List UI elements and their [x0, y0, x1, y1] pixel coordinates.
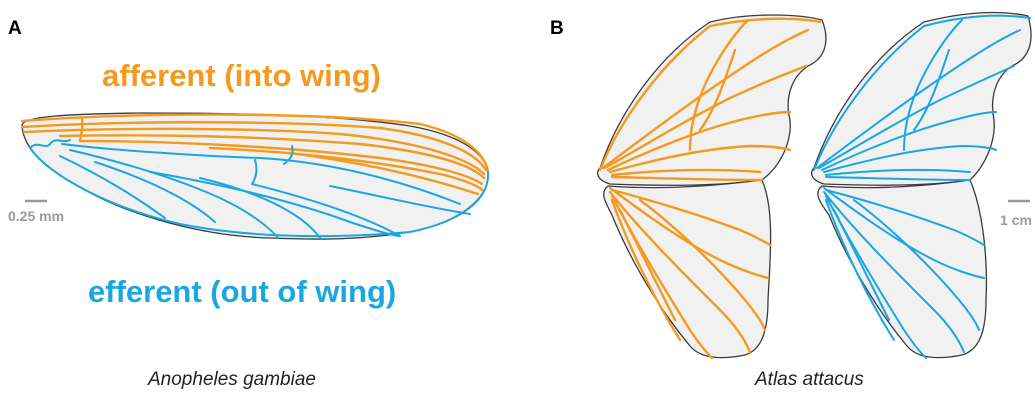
efferent-veins-a [29, 139, 490, 239]
hindwing-afferent-outline [602, 179, 772, 359]
moth-wing-afferent [597, 14, 827, 360]
forewing-afferent-outline [597, 14, 827, 186]
species-a: Anopheles gambiae [147, 369, 316, 390]
panel-a-label: A [8, 18, 22, 39]
scale-label-b: 1 cm [1000, 212, 1032, 228]
mosquito-wing [20, 112, 490, 240]
afferent-label: afferent (into wing) [102, 58, 381, 93]
panel-b-label: B [550, 18, 564, 39]
moth-wing-efferent [811, 11, 1032, 359]
afferent-veins-a [20, 113, 490, 196]
scale-label-a: 0.25 mm [8, 208, 64, 224]
species-b: Atlas attacus [754, 369, 864, 390]
efferent-label: efferent (out of wing) [88, 274, 396, 309]
hindwing-efferent-outline [817, 179, 988, 359]
